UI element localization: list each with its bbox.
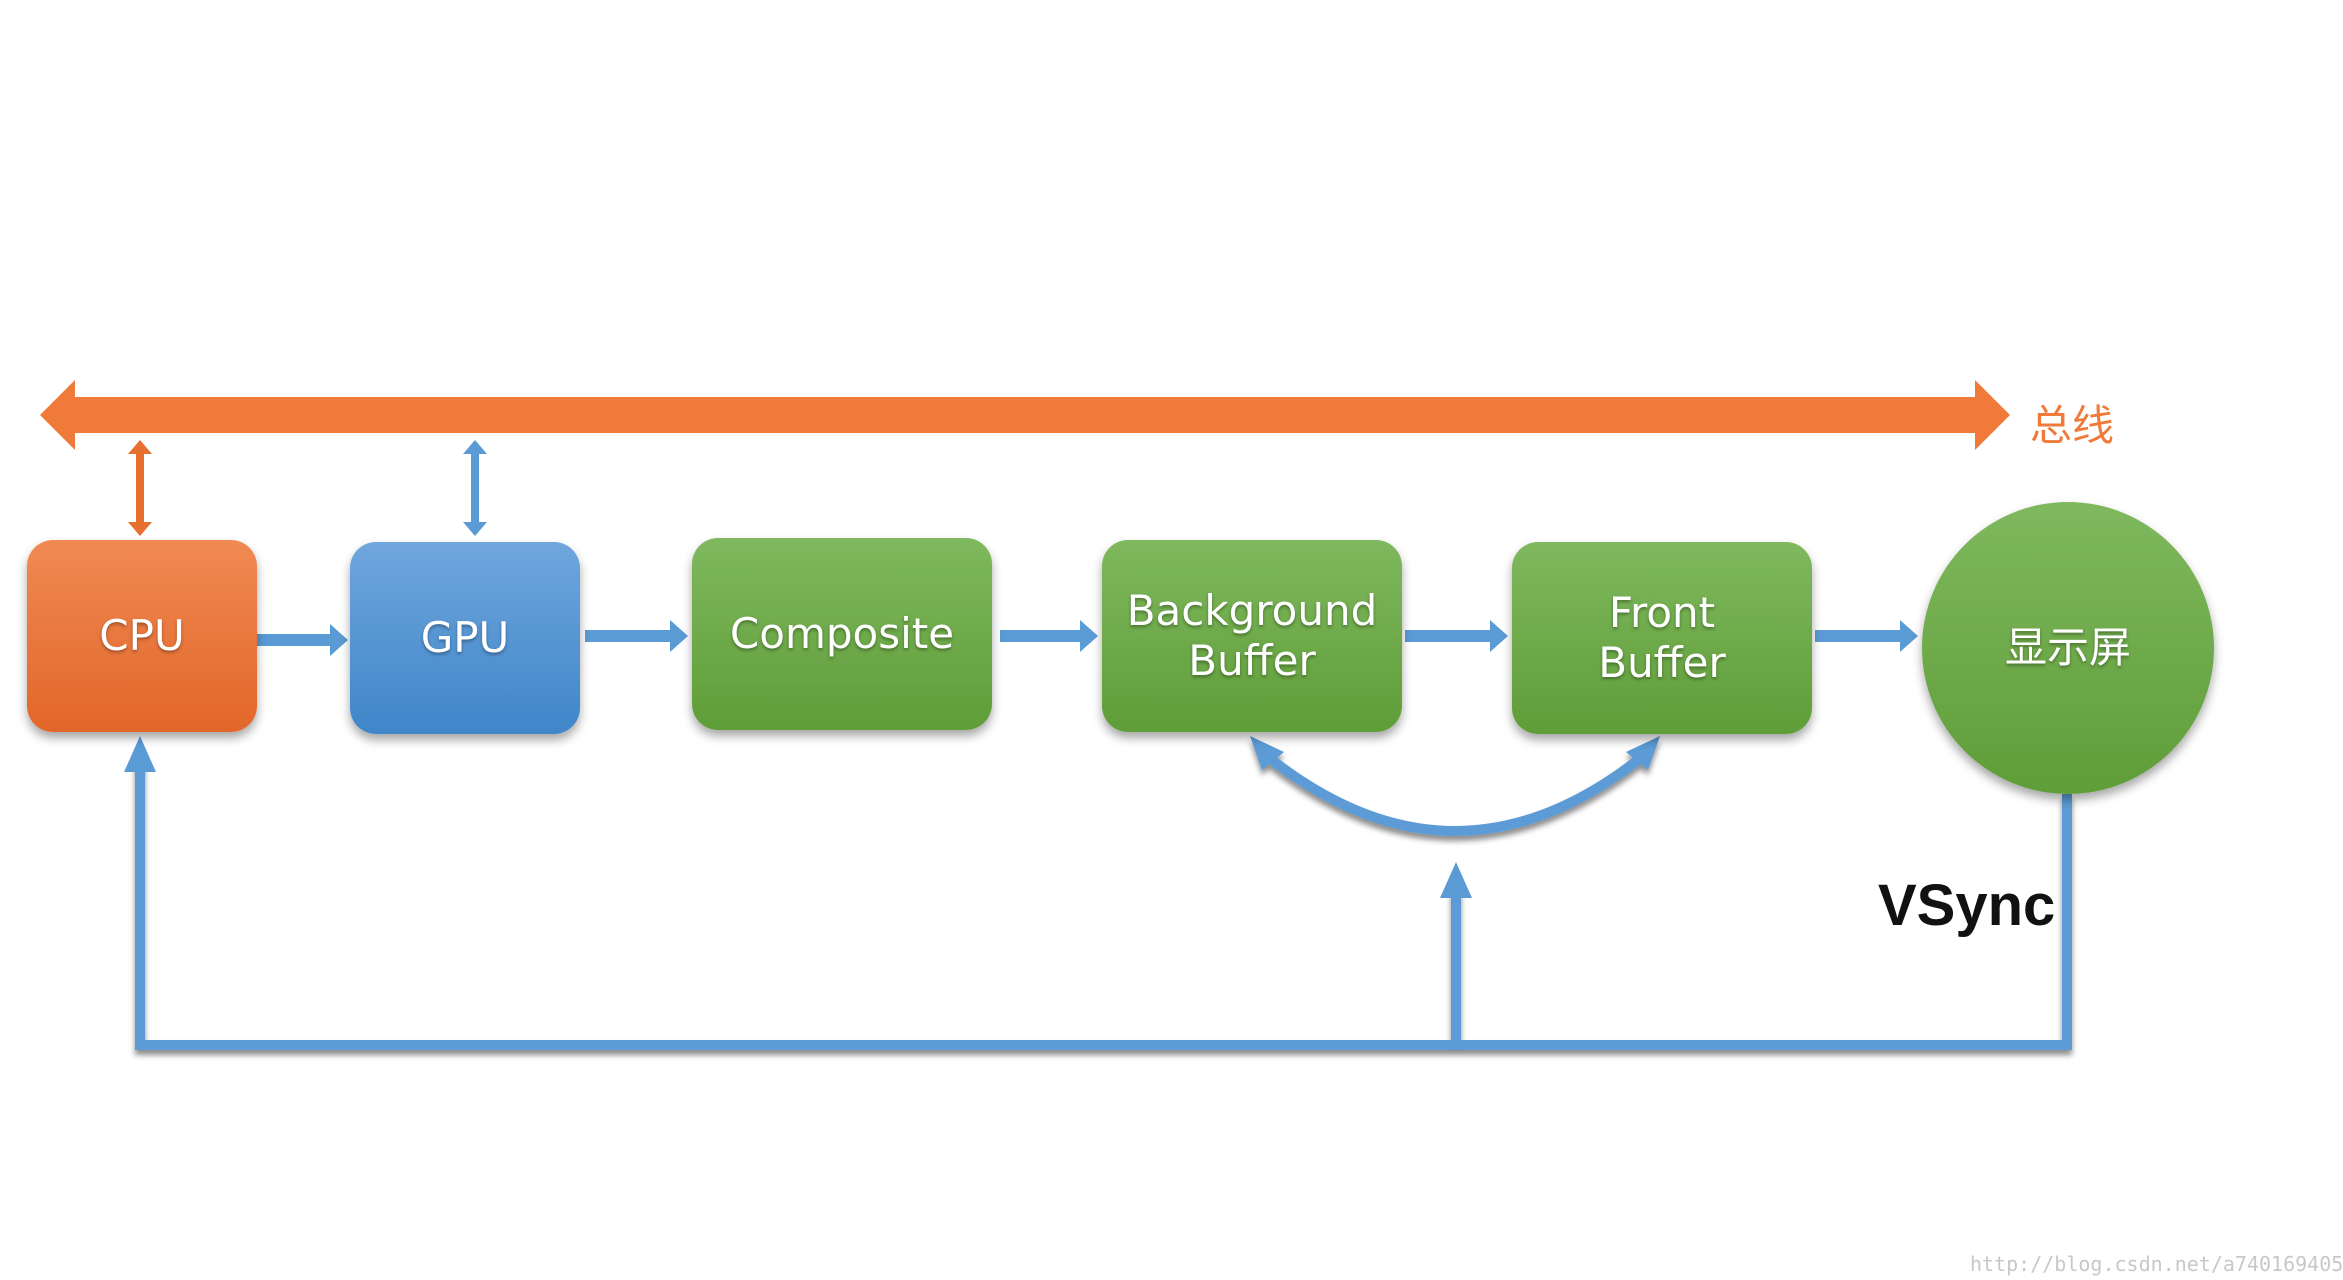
cpu-to-gpu-arrow <box>257 624 348 656</box>
background-to-front-buffer-arrow <box>1405 620 1508 652</box>
cpu-bus-double-arrow <box>128 440 152 536</box>
composite-label: Composite <box>729 608 955 658</box>
display-screen-circle: 显示屏 <box>1922 502 2214 794</box>
gpu-bus-double-arrow <box>463 440 487 536</box>
vsync-to-buffers-arrowhead <box>1440 862 1472 898</box>
watermark-text: http://blog.csdn.net/a740169405 <box>1970 1252 2343 1276</box>
gpu-box: GPU <box>350 542 580 734</box>
vsync-to-cpu-arrowhead <box>124 736 156 772</box>
display-screen-label: 显示屏 <box>2004 622 2131 672</box>
cpu-label: CPU <box>99 610 185 660</box>
composite-to-background-buffer-arrow <box>1000 620 1098 652</box>
front-buffer-to-display-arrow <box>1815 620 1918 652</box>
front-buffer-label: Front Buffer <box>1598 587 1726 687</box>
gpu-to-composite-arrow <box>585 620 688 652</box>
front-buffer-box: Front Buffer <box>1512 542 1812 734</box>
buffer-swap-curved-arrow <box>1250 736 1660 836</box>
background-buffer-label: Background Buffer <box>1126 585 1378 685</box>
bus-label: 总线 <box>2030 401 2115 450</box>
vsync-feedback-lines <box>135 760 2072 1050</box>
cpu-box: CPU <box>27 540 257 732</box>
background-buffer-box: Background Buffer <box>1102 540 1402 732</box>
bus-double-arrow <box>40 380 2010 450</box>
vsync-label: VSync <box>1878 873 2056 938</box>
diagram-canvas <box>40 380 2072 1050</box>
composite-box: Composite <box>692 538 992 730</box>
gpu-label: GPU <box>420 612 510 662</box>
